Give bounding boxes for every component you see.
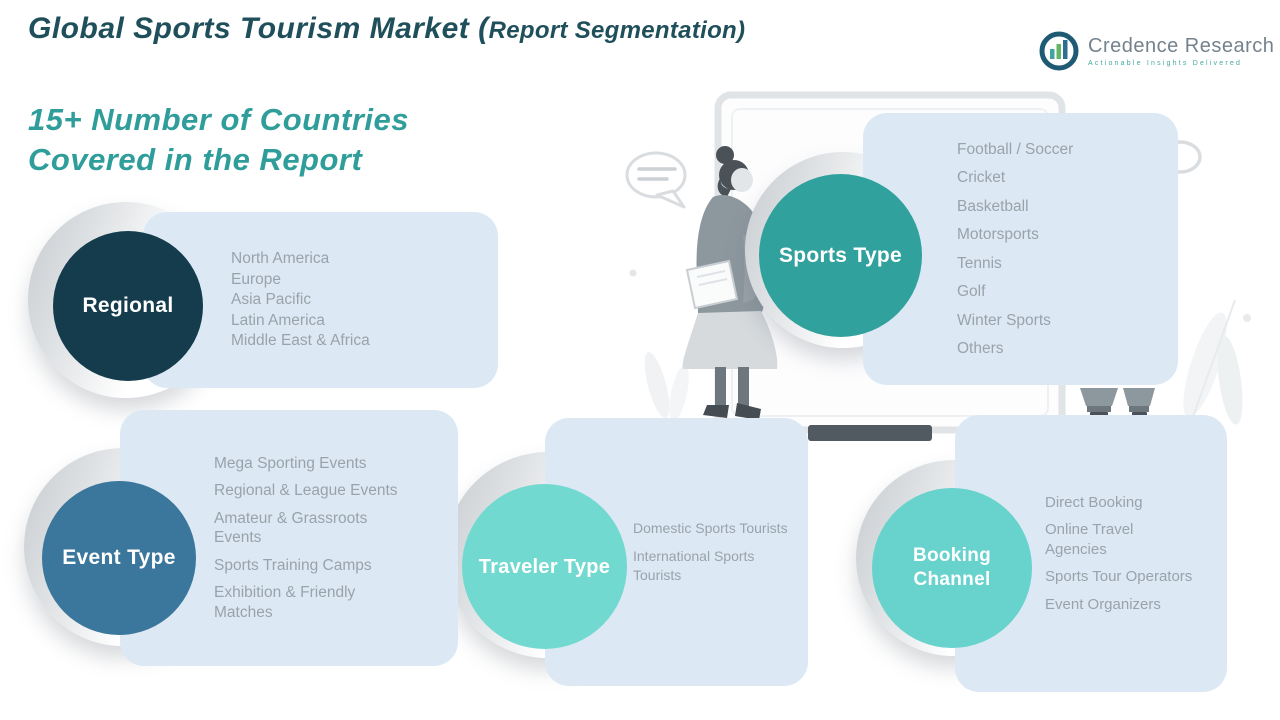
list-item: Amateur & Grassroots Events xyxy=(214,509,368,547)
segment-label: Booking Channel xyxy=(912,545,992,590)
list-item: Winter Sports xyxy=(957,311,1051,329)
segment-circle-event-type: Event Type xyxy=(42,481,196,635)
brand-name: Credence Research xyxy=(1088,35,1275,57)
list-item: Latin America xyxy=(231,311,325,329)
brand-tagline: Actionable Insights Delivered xyxy=(1088,60,1243,67)
bar-chart-circle-icon xyxy=(1039,31,1079,71)
list-item: International Sports Tourists xyxy=(633,548,755,583)
list-item: Cricket xyxy=(957,169,1006,186)
list-item: North America xyxy=(231,250,330,268)
list-item: Football / Soccer xyxy=(957,140,1074,158)
headline: 15+ Number of Countries Covered in the R… xyxy=(28,100,409,180)
brand-logo-text: Credence Research Actionable Insights De… xyxy=(1088,35,1274,67)
segment-circle-regional: Regional xyxy=(53,231,203,381)
segment-label: Sports Type xyxy=(778,243,903,267)
headline-line1: 15+ Number of Countries xyxy=(28,102,409,137)
plant-leaves-icon xyxy=(1183,299,1251,426)
speech-bubble-icon xyxy=(625,151,687,209)
segment-label: Regional xyxy=(82,294,174,317)
list-item: Domestic Sports Tourists xyxy=(633,520,788,536)
list-item: Direct Booking xyxy=(1045,493,1143,511)
segment-circle-sports-type: Sports Type xyxy=(759,174,922,337)
list-item: Golf xyxy=(957,283,986,300)
segment-label: Event Type xyxy=(62,546,176,569)
list-item: Asia Pacific xyxy=(231,291,312,309)
headline-line2: Covered in the Report xyxy=(28,142,363,177)
list-item: Europe xyxy=(231,270,281,288)
page-title-sub: Report Segmentation) xyxy=(488,17,746,44)
list-item: Mega Sporting Events xyxy=(214,454,367,472)
list-item: Tennis xyxy=(957,254,1002,272)
standing-shoes-icon xyxy=(1080,388,1155,418)
list-item: Sports Training Camps xyxy=(214,556,372,574)
list-item: Sports Tour Operators xyxy=(1045,568,1193,586)
brand-logo: Credence Research Actionable Insights De… xyxy=(1038,30,1274,72)
list-item: Others xyxy=(957,340,1004,357)
segment-circle-booking-channel: Booking Channel xyxy=(872,488,1032,648)
list-item: Basketball xyxy=(957,197,1029,215)
list-item: Exhibition & Friendly Matches xyxy=(214,584,356,621)
page-title-main: Global Sports Tourism Market ( xyxy=(28,12,489,45)
plant-leaves-icon xyxy=(629,269,689,421)
list-item: Online Travel Agencies xyxy=(1045,521,1134,558)
list-item: Regional & League Events xyxy=(214,482,398,500)
segment-circle-traveler-type: Traveler Type xyxy=(462,484,627,649)
segment-label: Traveler Type xyxy=(478,555,611,578)
list-item: Motorsports xyxy=(957,226,1039,243)
list-item: Event Organizers xyxy=(1045,595,1161,613)
page-title: Global Sports Tourism Market (Report Seg… xyxy=(28,12,745,46)
list-item: Middle East & Africa xyxy=(231,332,370,350)
